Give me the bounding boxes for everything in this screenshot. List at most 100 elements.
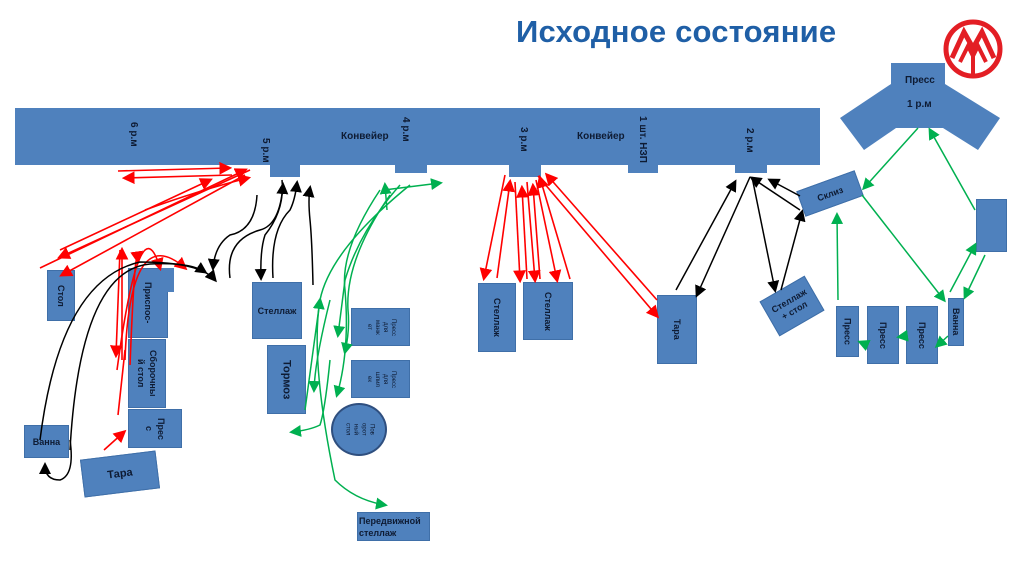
- povorotny-stol-label-1: Пов: [368, 424, 375, 435]
- red-arrow: [516, 184, 529, 280]
- red-arrow: [536, 174, 571, 280]
- povorotny-stol-circle: Пов орот ный стол: [331, 403, 387, 456]
- red-arrow: [39, 168, 248, 269]
- red-arrow: [103, 429, 127, 451]
- red-arrow: [109, 249, 123, 359]
- press-shpilek-label-4: ек: [366, 376, 372, 382]
- povorotny-stol-label-2: орот: [360, 423, 367, 436]
- station-nzp-label: 1 шт. НЗП: [637, 116, 648, 163]
- stellazh-3b-box: Стеллаж: [523, 282, 573, 340]
- station-4-tab: [395, 160, 427, 173]
- red-arrow: [117, 161, 233, 175]
- press-manzhet-label-3: манж: [374, 319, 380, 335]
- tormoz-label: Тормоз: [280, 359, 293, 400]
- press-r1-label: Пресс: [842, 318, 853, 345]
- station-3-label: 3 р.м: [518, 127, 529, 152]
- stellazh-3a-box: Стеллаж: [478, 283, 516, 352]
- station-4-label: 4 р.м: [400, 117, 411, 142]
- black-arrow: [39, 261, 217, 441]
- stellazh-3a-label: Стеллаж: [492, 298, 502, 337]
- red-arrow: [496, 178, 516, 279]
- povorotny-stol-label-3: ный: [352, 424, 359, 435]
- station-6-label: 6 р.м: [128, 122, 139, 147]
- green-arrow: [316, 184, 411, 510]
- green-arrow: [934, 335, 949, 349]
- press-manzhet-label-2: для: [382, 321, 388, 333]
- peredvizhnoy-label-1: Передвижной: [359, 515, 421, 526]
- tara-right-label: Тара: [672, 319, 682, 340]
- sborochny-stol-label-1: Сборочны: [148, 350, 158, 397]
- stellazh-5-label: Стеллаж: [257, 305, 297, 316]
- press-shpilek-label-2: для: [382, 373, 388, 385]
- red-arrow: [526, 181, 541, 284]
- black-arrow: [749, 176, 801, 211]
- station-3-tab: [509, 160, 541, 177]
- conveyor-label-left: Конвейер: [341, 131, 389, 142]
- green-arrow: [383, 178, 443, 191]
- green-arrow: [949, 242, 977, 293]
- station-nzp-tab: [628, 160, 658, 173]
- press-r1-box: Пресс: [836, 306, 859, 357]
- green-arrow: [304, 297, 325, 411]
- red-arrow: [59, 178, 213, 251]
- peredvizhnoy-stellazh-box: Передвижной стеллаж: [357, 512, 430, 541]
- sborochny-stol-label-2: й стол: [136, 359, 146, 388]
- prisposoblenie-label: Приспос-: [143, 282, 153, 324]
- green-flow-group: [289, 127, 986, 510]
- black-arrow: [675, 179, 737, 291]
- press-station-label-2: 1 р.м: [907, 99, 932, 110]
- press-shpilek-box: Пресс для шпил ек: [351, 360, 410, 398]
- red-arrow: [124, 255, 188, 361]
- red-arrow: [121, 171, 233, 185]
- station-5-label: 5 р.м: [260, 138, 271, 163]
- press-manzhet-box: Пресс для манж ет: [351, 308, 410, 346]
- stellazh-3b-label: Стеллаж: [543, 291, 553, 331]
- black-arrow: [271, 180, 302, 279]
- black-arrow: [39, 439, 72, 481]
- press-left-label-2: с: [144, 425, 154, 431]
- black-flow-group: [39, 176, 806, 481]
- station-5-tab: [270, 160, 300, 177]
- red-arrow: [117, 349, 126, 416]
- press-manzhet-label-4: ет: [366, 324, 372, 330]
- press-shpilek-label-1: Пресс: [390, 370, 396, 388]
- press-station-label-1: Пресс: [905, 75, 935, 86]
- conveyor-bar: [15, 108, 820, 165]
- press-shpilek-label-3: шпил: [374, 371, 380, 387]
- conveyor-label-right: Конвейер: [577, 131, 625, 142]
- vanna-right-box: Ванна: [948, 298, 964, 346]
- stellazh-5-box: Стеллаж: [252, 282, 302, 339]
- press-r3-label: Пресс: [917, 321, 927, 349]
- press-left-box: Прес с: [128, 409, 182, 448]
- black-arrow: [695, 176, 751, 298]
- press-manzhet-label-1: Пресс: [390, 318, 396, 336]
- green-arrow: [861, 127, 919, 191]
- vanna-right-label: Ванна: [951, 308, 961, 336]
- green-arrow: [861, 194, 946, 303]
- red-arrow: [544, 172, 658, 301]
- vanna-left-label: Ванна: [32, 436, 61, 447]
- peredvizhnoy-label-2: стеллаж: [359, 527, 397, 538]
- black-arrow: [69, 262, 208, 451]
- black-arrow: [302, 185, 315, 286]
- red-arrow: [527, 182, 541, 280]
- red-arrow: [479, 174, 506, 282]
- green-arrow: [289, 359, 331, 437]
- green-arrow: [896, 329, 909, 342]
- green-arrow: [333, 189, 381, 398]
- mm-logo-icon: [943, 19, 1003, 79]
- slide-title: Исходное состояние: [516, 14, 837, 49]
- red-arrow: [513, 181, 526, 284]
- prisposoblenie-tab: [160, 268, 174, 292]
- green-arrow: [928, 127, 976, 211]
- black-arrow: [751, 176, 780, 293]
- stol-label: Стол: [56, 284, 66, 307]
- right-edge-box: [976, 199, 1007, 252]
- black-arrow: [767, 178, 801, 197]
- tormoz-box: Тормоз: [267, 345, 306, 414]
- red-arrow: [144, 174, 252, 211]
- vanna-left-box: Ванна: [24, 425, 69, 458]
- red-arrow: [129, 250, 143, 366]
